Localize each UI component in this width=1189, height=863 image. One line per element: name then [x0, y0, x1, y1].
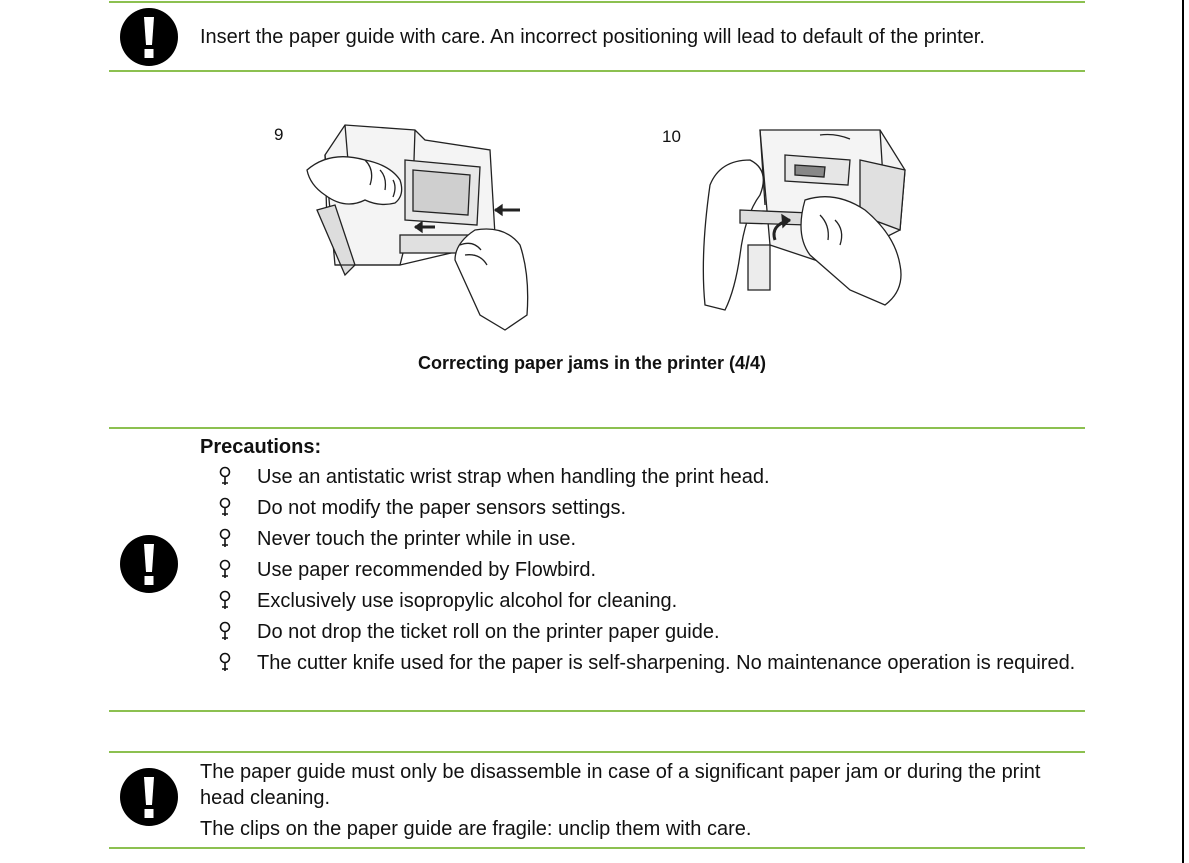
- list-item: Do not drop the ticket roll on the print…: [214, 619, 1084, 645]
- list-item: Never touch the printer while in use.: [214, 526, 1084, 552]
- pin-bullet-icon: [219, 590, 231, 609]
- precaution-text: Exclusively use isopropylic alcohol for …: [257, 590, 678, 612]
- rule-precautions-bottom: [109, 710, 1085, 712]
- notice-bottom-paragraph: The clips on the paper guide are fragile…: [200, 818, 752, 840]
- page-right-border: [1182, 0, 1184, 863]
- pin-bullet-icon: [219, 528, 231, 547]
- pin-bullet-icon: [219, 497, 231, 516]
- precaution-text: Do not modify the paper sensors settings…: [257, 497, 627, 519]
- list-item: Exclusively use isopropylic alcohol for …: [214, 588, 1084, 614]
- printer-illustration-clip-guide: [702, 129, 906, 311]
- exclamation-warning-icon: [120, 8, 178, 66]
- figure-number: 10: [662, 127, 681, 146]
- rule-bottom-2: [109, 847, 1085, 849]
- pin-bullet-icon: [219, 559, 231, 578]
- figure-caption: Correcting paper jams in the printer (4/…: [417, 353, 767, 373]
- precautions-title: Precautions:: [200, 436, 322, 458]
- exclamation-warning-icon: [120, 535, 178, 593]
- rule-precautions-top: [109, 427, 1085, 429]
- precaution-text: Use an antistatic wrist strap when handl…: [257, 466, 770, 488]
- precaution-text: Never touch the printer while in use.: [257, 528, 577, 550]
- printer-illustration-insert-guide: [306, 124, 529, 331]
- rule-top-2: [109, 70, 1085, 72]
- figure-number: 9: [274, 125, 284, 144]
- precaution-text: The cutter knife used for the paper is s…: [257, 652, 1076, 674]
- pin-bullet-icon: [219, 621, 231, 640]
- exclamation-warning-icon: [120, 768, 178, 826]
- precaution-text: Do not drop the ticket roll on the print…: [257, 621, 720, 643]
- notice-bottom-paragraph: The paper guide must only be disassemble…: [200, 761, 1041, 809]
- rule-bottom-1: [109, 751, 1085, 753]
- list-item: Use paper recommended by Flowbird.: [214, 557, 1084, 583]
- precautions-list: Use an antistatic wrist strap when handl…: [214, 464, 1084, 681]
- list-item: Do not modify the paper sensors settings…: [214, 495, 1084, 521]
- notice-bottom: The paper guide must only be disassemble…: [200, 759, 1080, 842]
- list-item: The cutter knife used for the paper is s…: [214, 650, 1084, 676]
- pin-bullet-icon: [219, 652, 231, 671]
- notice-top-text: Insert the paper guide with care. An inc…: [200, 26, 985, 48]
- pin-bullet-icon: [219, 466, 231, 485]
- list-item: Use an antistatic wrist strap when handl…: [214, 464, 1084, 490]
- rule-top-1: [109, 1, 1085, 3]
- precaution-text: Use paper recommended by Flowbird.: [257, 559, 597, 581]
